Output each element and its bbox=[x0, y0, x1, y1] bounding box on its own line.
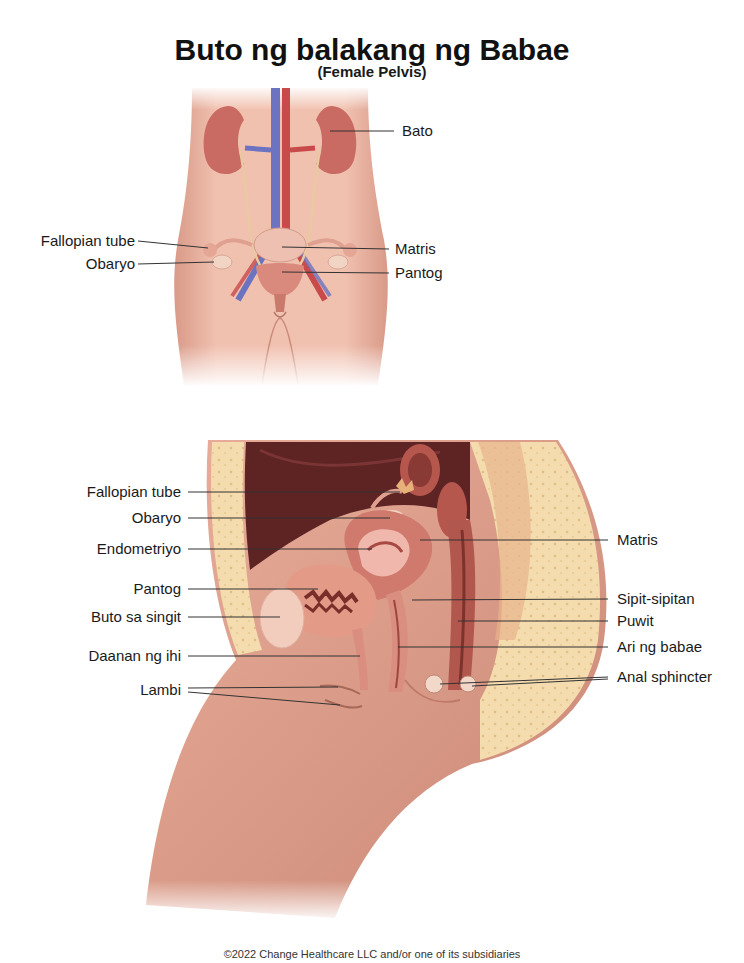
subtitle: (Female Pelvis) bbox=[317, 63, 426, 81]
part-label: Buto sa singit bbox=[91, 608, 181, 626]
part-label: Matris bbox=[617, 531, 658, 549]
part-label: Lambi bbox=[140, 681, 181, 699]
part-label: Pantog bbox=[395, 264, 443, 282]
part-label: Ari ng babae bbox=[617, 638, 702, 656]
part-label: Sipit-sipitan bbox=[617, 590, 695, 608]
part-label: Anal sphincter bbox=[617, 668, 712, 686]
part-label: Fallopian tube bbox=[41, 232, 135, 250]
copyright-note: ©2022 Change Healthcare LLC and/or one o… bbox=[224, 945, 521, 963]
part-label: Puwit bbox=[617, 612, 654, 630]
part-label: Daanan ng ihi bbox=[88, 647, 181, 665]
part-label: Matris bbox=[395, 240, 436, 258]
part-label: Obaryo bbox=[86, 255, 135, 273]
diagram-title: Buto ng balakang ng Babae bbox=[174, 33, 569, 67]
part-label: Pantog bbox=[133, 580, 181, 598]
part-label: Fallopian tube bbox=[87, 483, 181, 501]
leader-lines bbox=[138, 131, 608, 705]
part-label: Endometriyo bbox=[97, 540, 181, 558]
part-label: Bato bbox=[402, 122, 433, 140]
part-label: Obaryo bbox=[132, 509, 181, 527]
